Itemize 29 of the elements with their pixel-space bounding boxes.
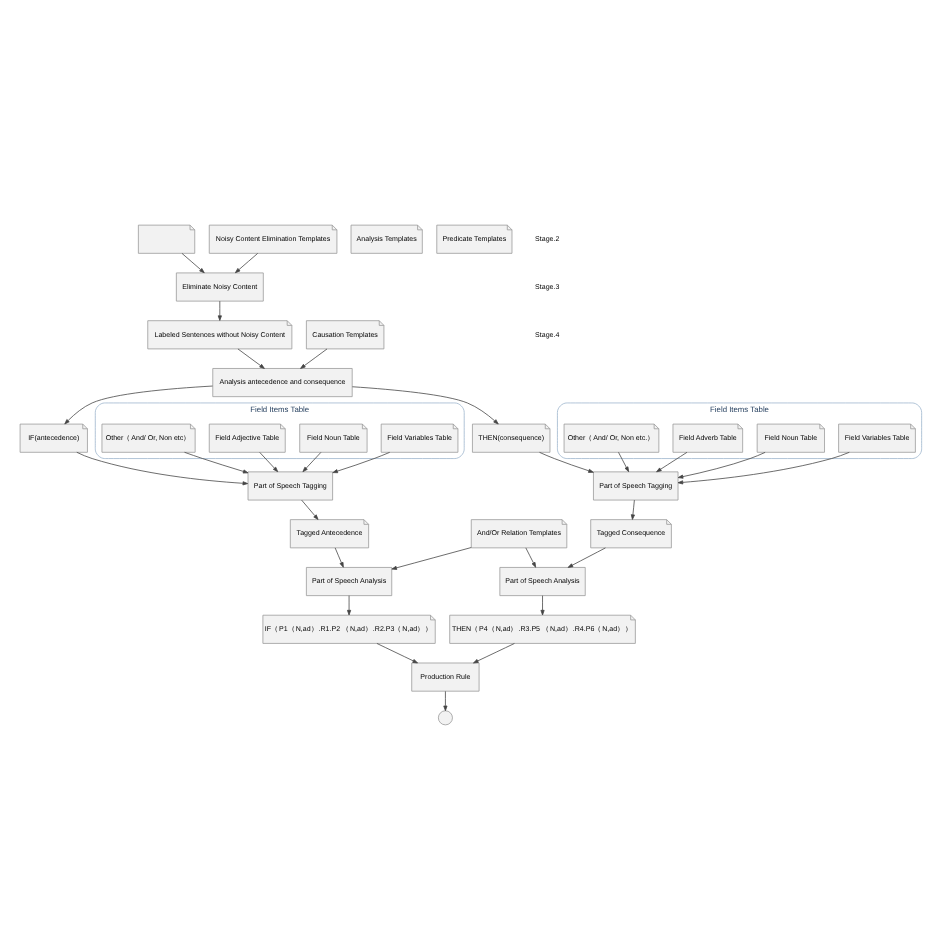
arrow xyxy=(302,450,322,472)
arrow xyxy=(347,594,352,615)
arrow xyxy=(181,252,205,273)
arrow xyxy=(184,450,249,473)
arrow xyxy=(235,252,259,273)
node-circle xyxy=(437,709,453,725)
arrow xyxy=(376,642,418,663)
arrow xyxy=(352,385,499,424)
arrow xyxy=(473,642,515,663)
arrow xyxy=(630,498,635,519)
arrow xyxy=(259,450,279,472)
arrow xyxy=(76,450,249,485)
arrow xyxy=(300,347,328,368)
arrow xyxy=(64,384,213,424)
arrow xyxy=(391,546,472,569)
arrow xyxy=(539,451,594,472)
arrow xyxy=(237,347,265,368)
arrow xyxy=(567,546,606,567)
arrow xyxy=(334,546,344,567)
arrow xyxy=(332,450,391,473)
arrow xyxy=(525,546,537,567)
arrow xyxy=(656,450,688,472)
arrow xyxy=(540,594,545,615)
arrow xyxy=(618,450,630,472)
arrow xyxy=(677,450,850,484)
arrow xyxy=(443,689,448,711)
arrow xyxy=(301,498,319,519)
arrow xyxy=(217,299,222,320)
arrow xyxy=(677,451,766,478)
